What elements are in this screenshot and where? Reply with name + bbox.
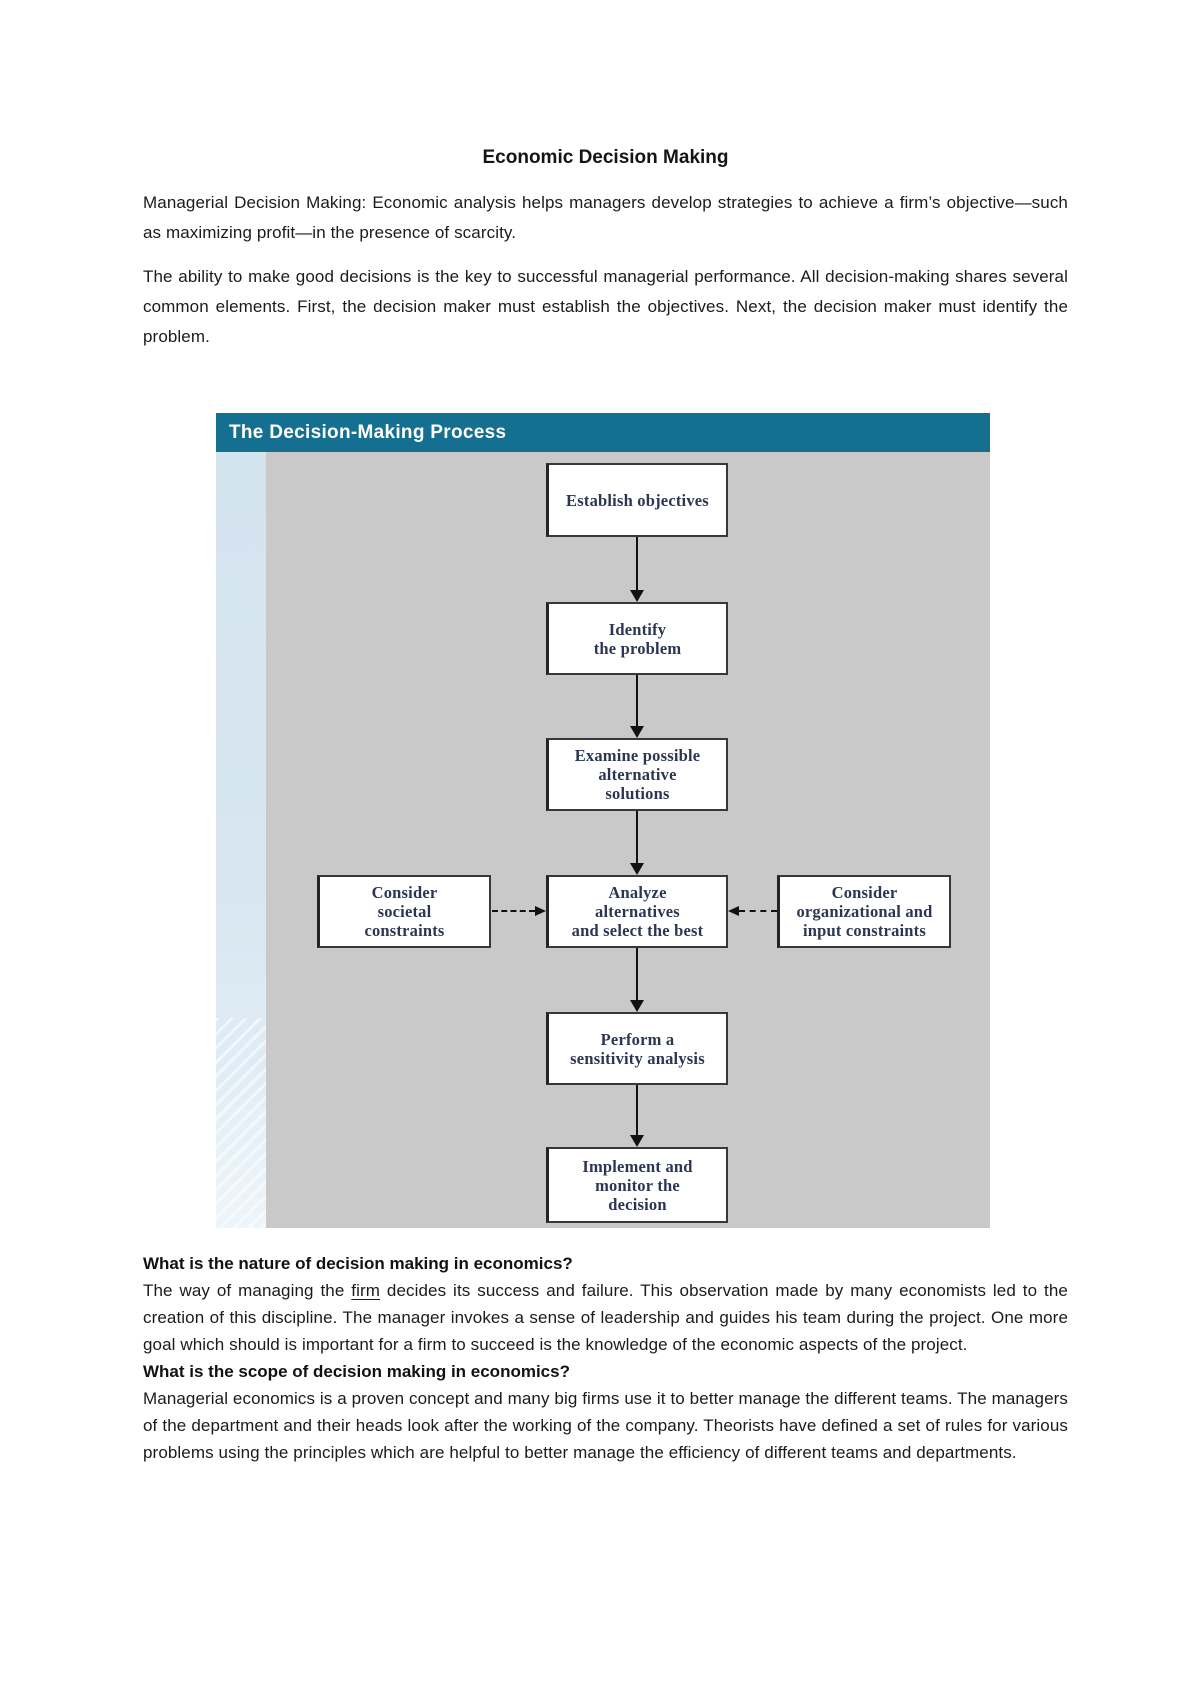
dashed-connector-right-arrowhead <box>728 906 739 916</box>
paragraph-managerial-decision-making: Managerial Decision Making: Economic ana… <box>143 193 1068 242</box>
arrow-down-head-1 <box>630 590 644 602</box>
nature-text-post: decides its success and failure. This ob… <box>143 1281 1068 1354</box>
dashed-connector-left-line <box>492 910 535 912</box>
flow-node-label: Establish objectives <box>566 490 709 510</box>
paragraph-nature-answer: The way of managing the firm decides its… <box>143 1277 1068 1358</box>
paragraph-scope-answer: Managerial economics is a proven concept… <box>143 1389 1068 1462</box>
dashed-connector-right-line <box>739 910 777 912</box>
page-title: Economic Decision Making <box>482 147 729 168</box>
figure-title-bar: The Decision-Making Process <box>216 413 990 452</box>
underlined-term-firm: firm <box>351 1281 381 1300</box>
arrow-down-head-5 <box>630 1135 644 1147</box>
qa-section: What is the nature of decision making in… <box>143 1250 1068 1466</box>
figure-title: The Decision-Making Process <box>229 422 507 443</box>
decorative-strip <box>216 452 266 1228</box>
arrow-down-line-1 <box>636 537 638 590</box>
figure-canvas: Establish objectives Identify the proble… <box>216 452 990 1228</box>
arrow-down-line-4 <box>636 948 638 1000</box>
flow-node-establish-objectives: Establish objectives <box>546 463 728 537</box>
arrow-down-line-5 <box>636 1085 638 1135</box>
flow-node-label: Analyze alternatives and select the best <box>571 883 704 940</box>
flow-node-sensitivity-analysis: Perform a sensitivity analysis <box>546 1012 728 1085</box>
flow-node-label: Consider organizational and input constr… <box>796 883 933 940</box>
arrow-down-head-3 <box>630 863 644 875</box>
decision-making-process-figure: The Decision-Making Process Establish ob… <box>216 413 990 1228</box>
paragraph-ability-good-decisions: The ability to make good decisions is th… <box>143 267 1068 346</box>
dashed-connector-left-arrowhead <box>535 906 546 916</box>
flow-node-label: Implement and monitor the decision <box>582 1156 693 1214</box>
arrow-down-line-2 <box>636 675 638 726</box>
arrow-down-head-2 <box>630 726 644 738</box>
flow-node-label: Identify the problem <box>593 619 682 658</box>
flow-node-label: Perform a sensitivity analysis <box>570 1029 705 1068</box>
flow-node-analyze-alternatives: Analyze alternatives and select the best <box>546 875 728 948</box>
flow-node-identify-problem: Identify the problem <box>546 602 728 675</box>
arrow-down-line-3 <box>636 811 638 863</box>
section-heading-scope: What is the scope of decision making in … <box>143 1362 570 1381</box>
arrow-down-head-4 <box>630 1000 644 1012</box>
flow-node-organizational-constraints: Consider organizational and input constr… <box>777 875 951 948</box>
section-heading-nature: What is the nature of decision making in… <box>143 1254 573 1273</box>
intro-section: Economic Decision Making Managerial Deci… <box>143 146 1068 352</box>
nature-text-pre: The way of managing the <box>143 1281 352 1300</box>
flow-node-examine-solutions: Examine possible alternative solutions <box>546 738 728 811</box>
flow-node-societal-constraints: Consider societal constraints <box>317 875 491 948</box>
flow-node-label: Examine possible alternative solutions <box>574 746 701 803</box>
flow-node-implement-monitor: Implement and monitor the decision <box>546 1147 728 1223</box>
flow-node-label: Consider societal constraints <box>364 883 445 940</box>
